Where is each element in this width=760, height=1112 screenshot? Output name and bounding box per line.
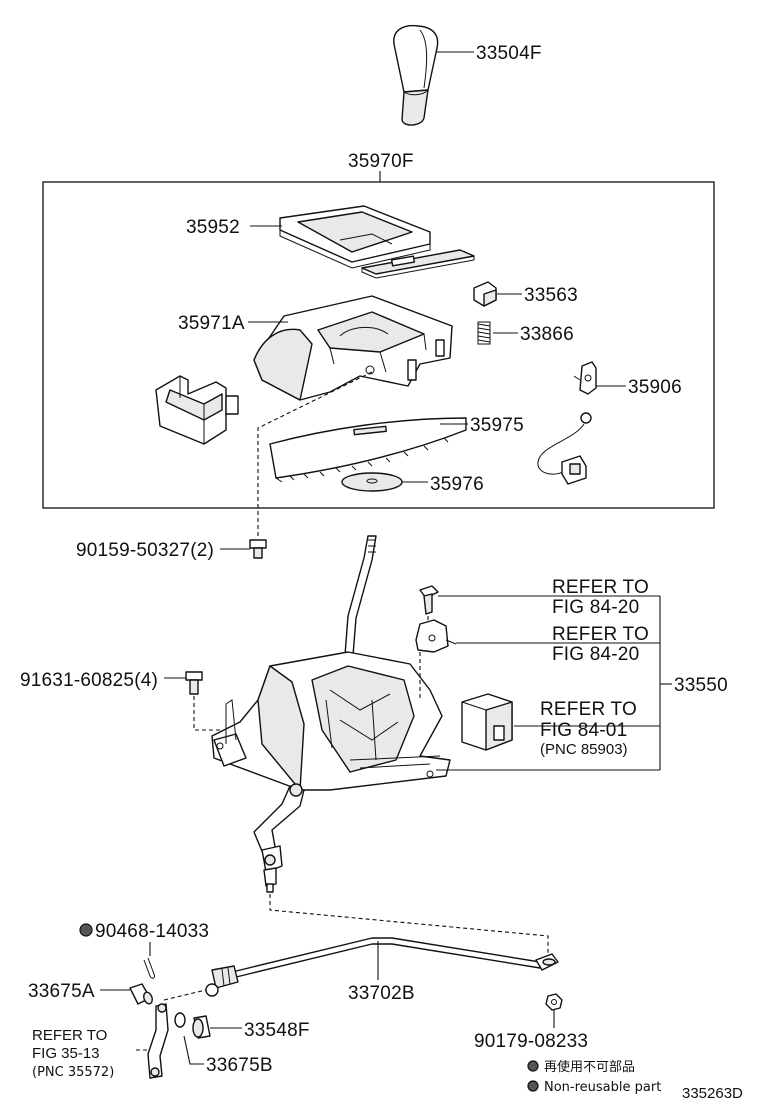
non-reusable-dot-pin — [79, 923, 93, 937]
legend-item-2: Non-reusable part — [544, 1080, 661, 1095]
label-housing: 35971A — [178, 313, 245, 334]
shift-housing[interactable] — [253, 295, 453, 401]
ref2-line2: FIG 84-20 — [552, 644, 639, 665]
label-pin: 90468-14033 — [95, 921, 209, 942]
bolt-left[interactable] — [185, 671, 203, 695]
ref4-line1: REFER TO — [32, 1027, 107, 1044]
diagram-id: 335263D — [682, 1085, 743, 1102]
disc[interactable] — [341, 472, 403, 492]
label-knob: 33504F — [476, 43, 542, 64]
side-bracket[interactable] — [155, 375, 239, 445]
ref1-line1: REFER TO — [552, 577, 649, 598]
shift-rod[interactable] — [343, 535, 377, 669]
label-spring: 33866 — [520, 324, 574, 345]
spring[interactable] — [477, 321, 491, 345]
bracket-wire[interactable] — [537, 361, 597, 485]
refer-bracket[interactable] — [415, 619, 457, 653]
shift-button[interactable] — [473, 281, 497, 307]
legend: 再使用不可部品 Non-reusable part — [527, 1059, 661, 1095]
label-button: 33563 — [524, 285, 578, 306]
ref4-line2: FIG 35-13 — [32, 1045, 100, 1062]
ref3-line1: REFER TO — [540, 699, 637, 720]
label-cable: 33702B — [348, 983, 415, 1004]
refer-bolt[interactable] — [419, 585, 439, 615]
bushing-left[interactable] — [129, 983, 154, 1005]
cotter-pin[interactable] — [143, 957, 155, 979]
label-disc: 35976 — [430, 474, 484, 495]
legend-dot-1 — [527, 1060, 539, 1072]
label-shifter: 33550 — [674, 675, 728, 696]
ref2-line1: REFER TO — [552, 624, 649, 645]
bolt-top[interactable] — [249, 539, 267, 559]
label-bushing-left: 33675A — [28, 981, 95, 1002]
ref1-line2: FIG 84-20 — [552, 597, 639, 618]
label-cover-plate: 35952 — [186, 217, 240, 238]
label-indicator-plate: 35975 — [470, 415, 524, 436]
label-bolt-left: 91631-60825(4) — [20, 670, 158, 691]
shifter-arm[interactable] — [253, 783, 305, 893]
shift-knob[interactable] — [393, 24, 439, 126]
legend-item-1: 再使用不可部品 — [544, 1059, 635, 1075]
ref4-line3: (PNC 35572) — [32, 1065, 114, 1080]
label-bushing-right: 33548F — [244, 1020, 310, 1041]
label-nut: 90179-08233 — [474, 1031, 588, 1052]
indicator-plate[interactable] — [269, 417, 467, 483]
slide-strip[interactable] — [361, 249, 475, 279]
cover-plate[interactable] — [279, 205, 431, 269]
ref3-line3: (PNC 85903) — [540, 741, 628, 758]
ref3-line2: FIG 84-01 — [540, 720, 627, 741]
assembly-frame — [42, 181, 715, 509]
shifter-body[interactable] — [211, 651, 451, 791]
label-assembly: 35970F — [348, 151, 414, 172]
lever[interactable] — [147, 989, 207, 1079]
bushing-right[interactable] — [174, 1012, 211, 1039]
label-lever: 33675B — [206, 1055, 273, 1076]
label-bracket-wire: 35906 — [628, 377, 682, 398]
legend-dot-2 — [527, 1080, 539, 1092]
label-bolt-top: 90159-50327(2) — [76, 540, 214, 561]
nut[interactable] — [545, 993, 563, 1011]
control-module[interactable] — [461, 693, 513, 751]
control-cable[interactable] — [205, 937, 559, 997]
